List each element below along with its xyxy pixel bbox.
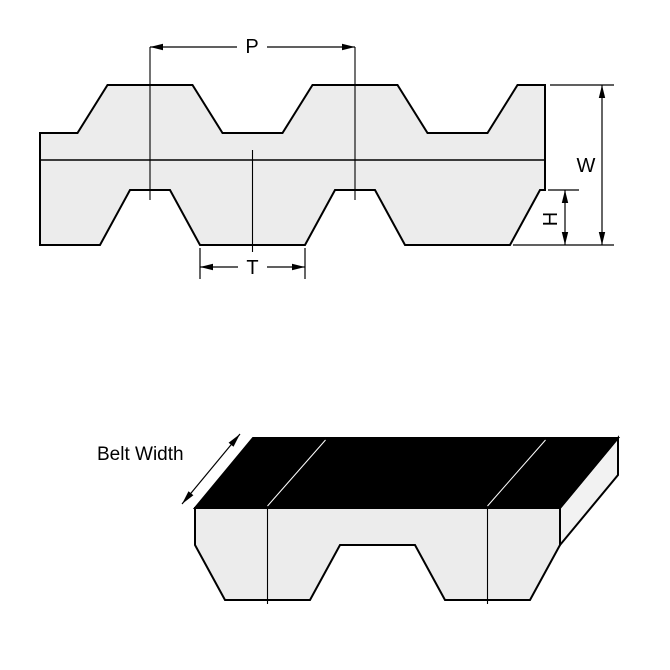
pitch-arrow-right	[342, 43, 355, 51]
tooth-width-dimension: T	[199, 248, 306, 279]
pitch-dimension: P	[150, 36, 355, 58]
cross-section-view: P W H T	[39, 36, 614, 279]
tooth-height-dimension: H	[540, 189, 579, 245]
perspective-centerline-2-top	[487, 439, 546, 507]
belt-width-dimension-line	[181, 433, 241, 505]
width-label: W	[577, 155, 596, 177]
belt-width-arrow-lower	[182, 491, 194, 504]
tooth-width-label: T	[246, 257, 258, 279]
pitch-arrow-left	[150, 43, 163, 51]
tooth-height-arrow-top	[561, 190, 569, 203]
belt-width-label: Belt Width	[97, 444, 184, 465]
belt-front-face	[194, 507, 561, 601]
perspective-view: Belt Width	[97, 433, 621, 604]
tooth-height-label: H	[540, 212, 562, 226]
width-arrow-top	[598, 85, 606, 98]
belt-cross-section-profile	[39, 84, 546, 246]
perspective-centerline-1-top	[267, 439, 326, 507]
belt-width-arrow-upper	[228, 434, 240, 447]
tooth-width-arrow-left	[200, 263, 213, 271]
tooth-height-arrow-bottom	[561, 232, 569, 245]
width-dimension: W	[513, 84, 614, 246]
width-arrow-bottom	[598, 232, 606, 245]
pitch-label: P	[245, 36, 258, 58]
belt-top-face	[192, 437, 621, 509]
belt-width-dimension: Belt Width	[97, 433, 241, 505]
tooth-width-arrow-right	[292, 263, 305, 271]
